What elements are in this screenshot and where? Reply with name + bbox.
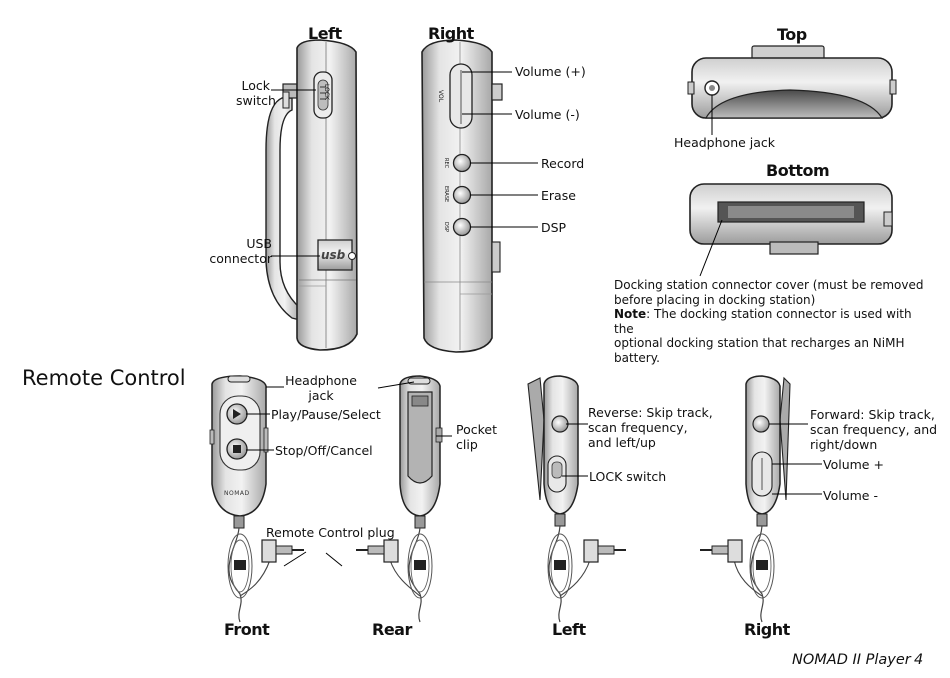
usb-connector-callout: USB connector	[200, 236, 272, 266]
volume-minus-callout: Volume (-)	[515, 107, 580, 122]
docking-note-line3: Note: The docking station connector is u…	[614, 307, 934, 336]
usb-cover-label: usb	[321, 248, 346, 262]
remote-headphone-line1: Headphone	[285, 373, 357, 388]
pocket-clip-callout: Pocket clip	[456, 422, 497, 452]
remote-brand-label: NOMAD	[224, 490, 250, 497]
forward-line3: right/down	[810, 437, 878, 452]
pocket-clip-line2: clip	[456, 437, 478, 452]
usb-connector-line2: connector	[209, 251, 272, 266]
lock-switch-line2: switch	[236, 93, 276, 108]
stop-off-callout: Stop/Off/Cancel	[275, 443, 373, 458]
rec-device-label: REC	[443, 158, 449, 169]
remote-headphone-line2: jack	[308, 388, 334, 403]
remote-volume-minus-callout: Volume -	[823, 488, 878, 503]
remote-left-title: Left	[552, 620, 586, 639]
forward-line2: scan frequency, and	[810, 422, 938, 437]
remote-right-view	[700, 375, 822, 623]
vol-device-label: VOL	[437, 90, 444, 103]
remote-headphone-jack-callout: Headphone jack	[282, 373, 360, 403]
docking-note-line4: optional docking station that recharges …	[614, 336, 905, 350]
bottom-view-title: Bottom	[766, 161, 830, 180]
reverse-callout: Reverse: Skip track, scan frequency, and…	[588, 405, 713, 450]
docking-note-line2: before placing in docking station)	[614, 292, 816, 307]
remote-front-view	[209, 375, 307, 623]
pocket-clip-line1: Pocket	[456, 422, 497, 437]
play-pause-callout: Play/Pause/Select	[271, 407, 381, 422]
left-view-title: Left	[308, 24, 342, 43]
player-left-view	[265, 39, 358, 351]
player-top-view	[687, 45, 897, 135]
remote-left-view	[527, 375, 626, 623]
remote-front-title: Front	[224, 620, 270, 639]
dsp-callout: DSP	[541, 220, 567, 235]
note-label: Note	[614, 307, 647, 321]
reverse-line1: Reverse: Skip track,	[588, 405, 713, 420]
page-number: 4	[914, 652, 924, 668]
lock-switch-line1: Lock	[241, 78, 270, 93]
docking-note-line1: Docking station connector cover (must be…	[614, 278, 924, 292]
remote-right-title: Right	[744, 620, 790, 639]
lock-switch-callout: Lock switch	[236, 78, 276, 108]
top-view-title: Top	[777, 25, 807, 44]
player-bottom-view	[689, 183, 893, 277]
remote-volume-plus-callout: Volume +	[823, 457, 884, 472]
headphone-jack-callout: Headphone jack	[674, 135, 776, 150]
forward-callout: Forward: Skip track, scan frequency, and…	[810, 407, 946, 452]
dsp-device-label: DSP	[443, 222, 449, 233]
erase-callout: Erase	[541, 188, 576, 203]
forward-line1: Forward: Skip track,	[810, 407, 935, 422]
erase-device-label: ERASE	[443, 186, 449, 203]
reverse-line2: scan frequency,	[588, 420, 688, 435]
remote-plug-callout: Remote Control plug	[266, 525, 395, 540]
remote-rear-title: Rear	[372, 620, 412, 639]
remote-lock-switch-callout: LOCK switch	[589, 469, 667, 484]
usb-connector-line1: USB	[246, 236, 272, 251]
footer-title: NOMAD II Player	[792, 652, 911, 668]
docking-note-line5: battery.	[614, 350, 660, 365]
remote-control-heading: Remote Control	[22, 366, 186, 390]
remote-rear-view	[325, 375, 452, 623]
lock-device-label: LOCK	[323, 84, 330, 100]
record-callout: Record	[541, 156, 585, 171]
right-view-title: Right	[428, 24, 474, 43]
docking-note: Docking station connector cover (must be…	[614, 278, 934, 365]
docking-note-line3-text: : The docking station connector is used …	[614, 307, 912, 336]
player-right-view	[421, 39, 538, 353]
reverse-line3: and left/up	[588, 435, 656, 450]
volume-plus-callout: Volume (+)	[515, 64, 586, 79]
